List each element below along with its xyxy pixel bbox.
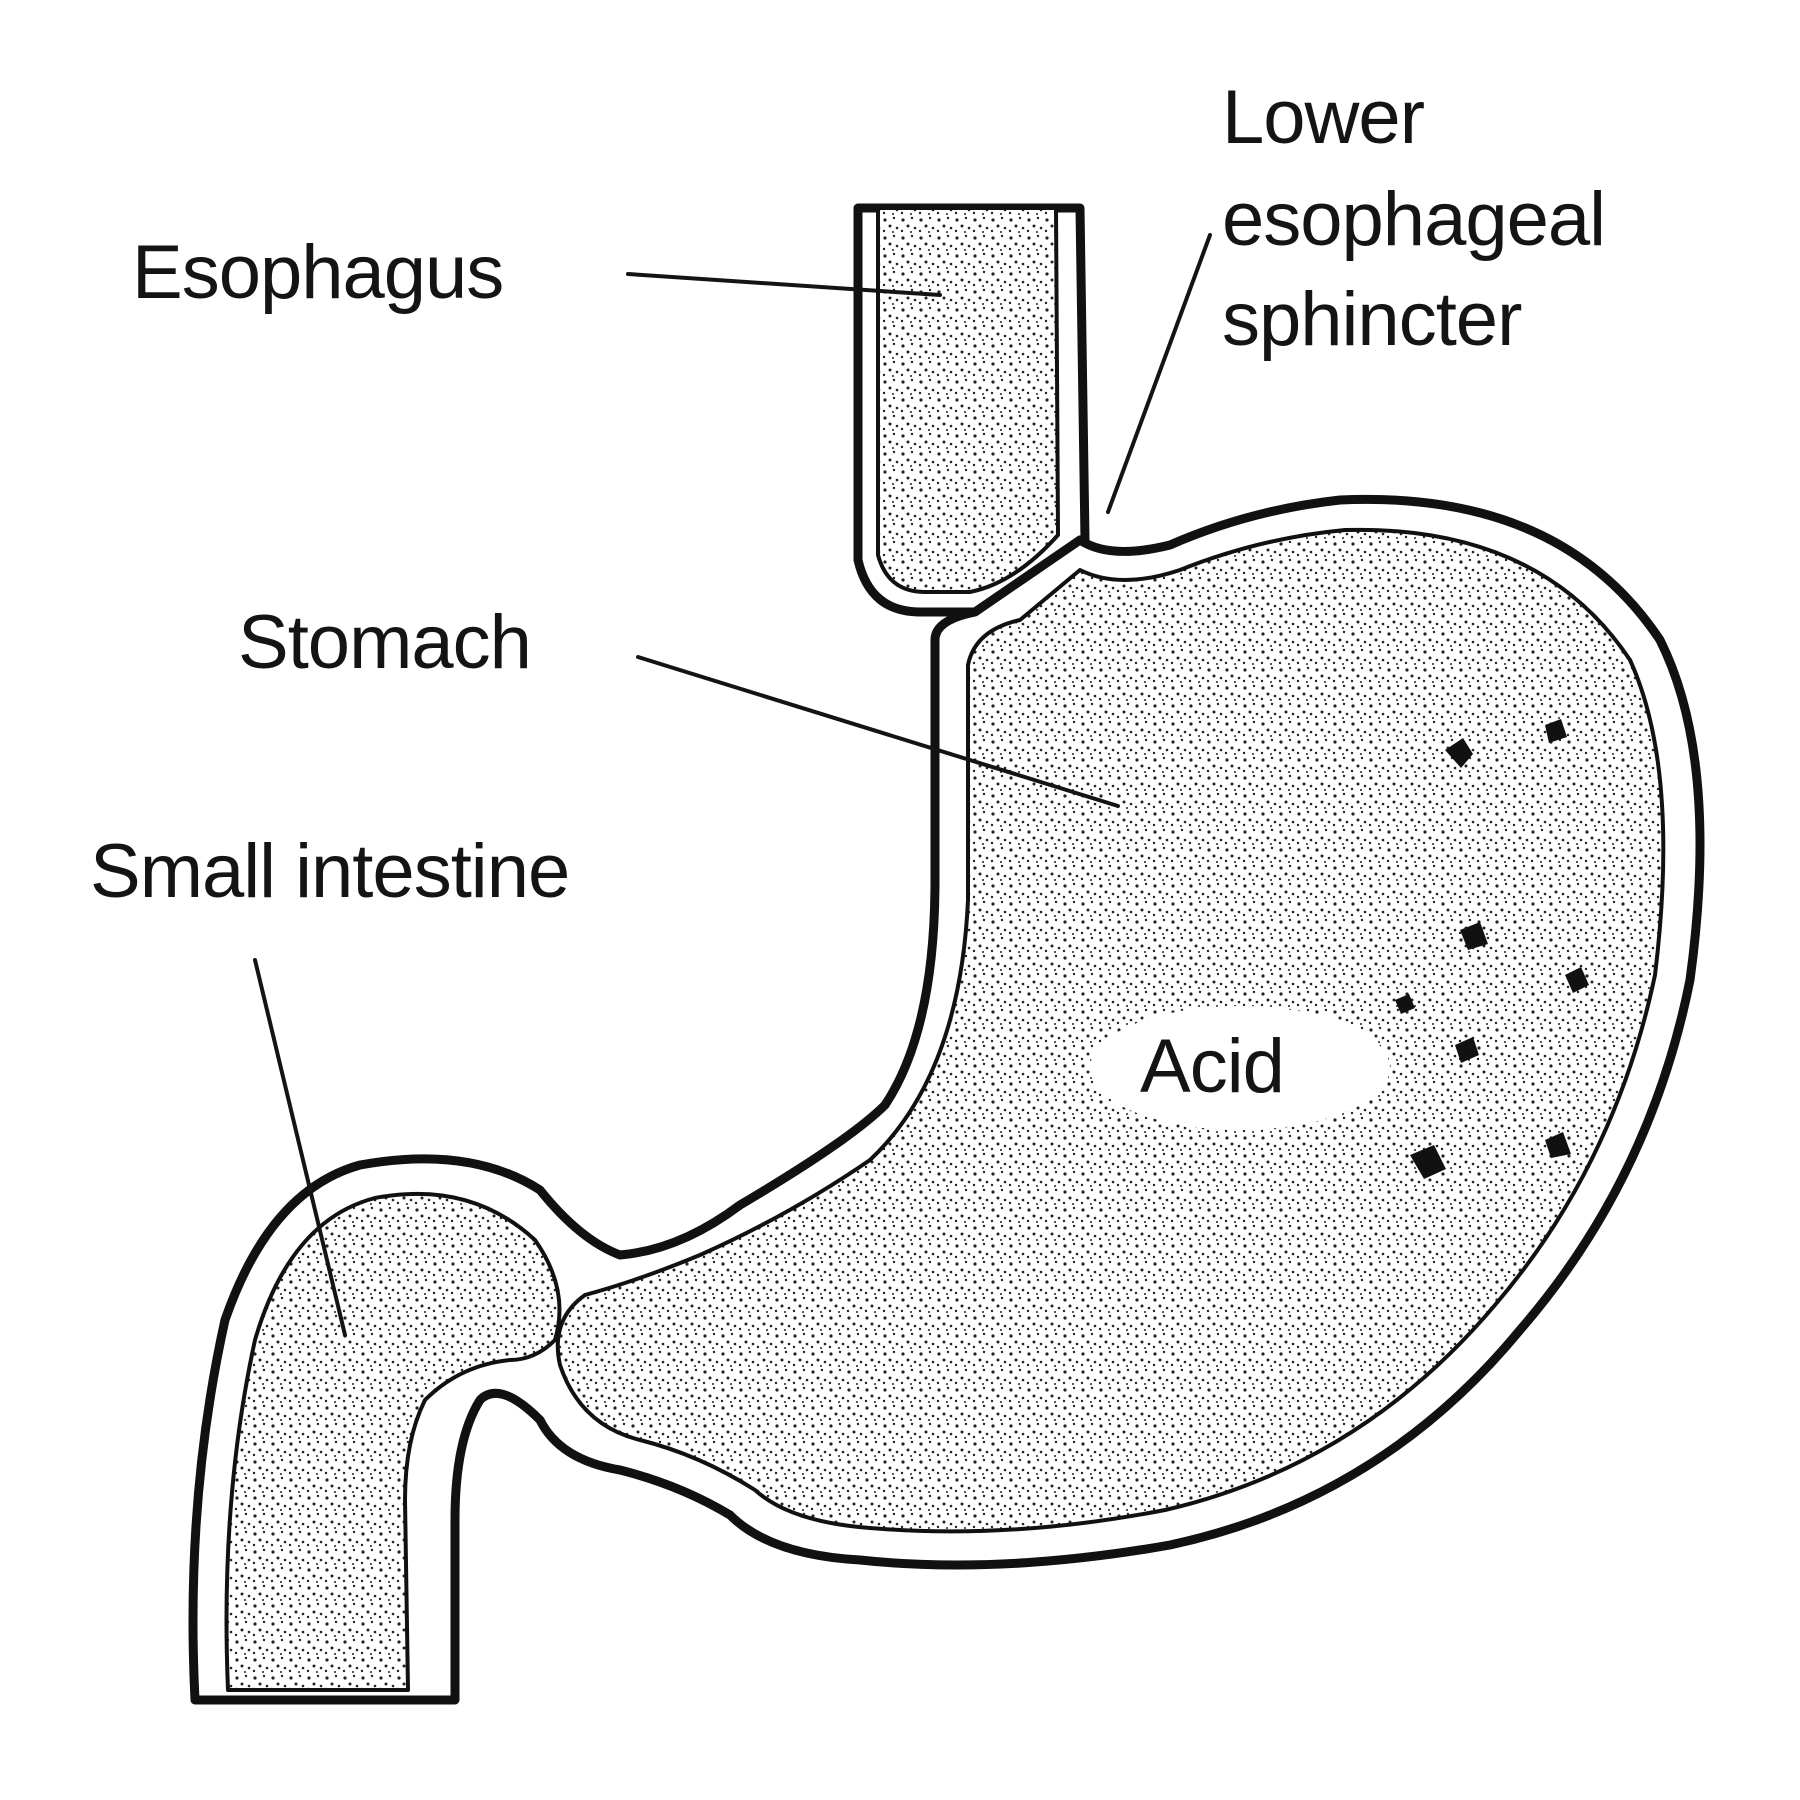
label-esophagus: Esophagus — [132, 230, 503, 315]
label-les-line2: esophageal — [1222, 177, 1605, 262]
sphincter-leader — [1106, 233, 1212, 514]
esophagus-shape — [853, 203, 1090, 617]
label-les-line1: Lower — [1222, 75, 1425, 160]
small-intestine-leader — [253, 958, 347, 1337]
esophagus-leader — [626, 272, 942, 297]
stomach-leader — [636, 655, 1120, 808]
label-stomach: Stomach — [238, 600, 531, 685]
stomach-shape — [188, 494, 1705, 1705]
label-les-line3: sphincter — [1222, 277, 1522, 362]
label-small-intestine: Small intestine — [90, 829, 569, 914]
label-acid: Acid — [1140, 1024, 1284, 1109]
